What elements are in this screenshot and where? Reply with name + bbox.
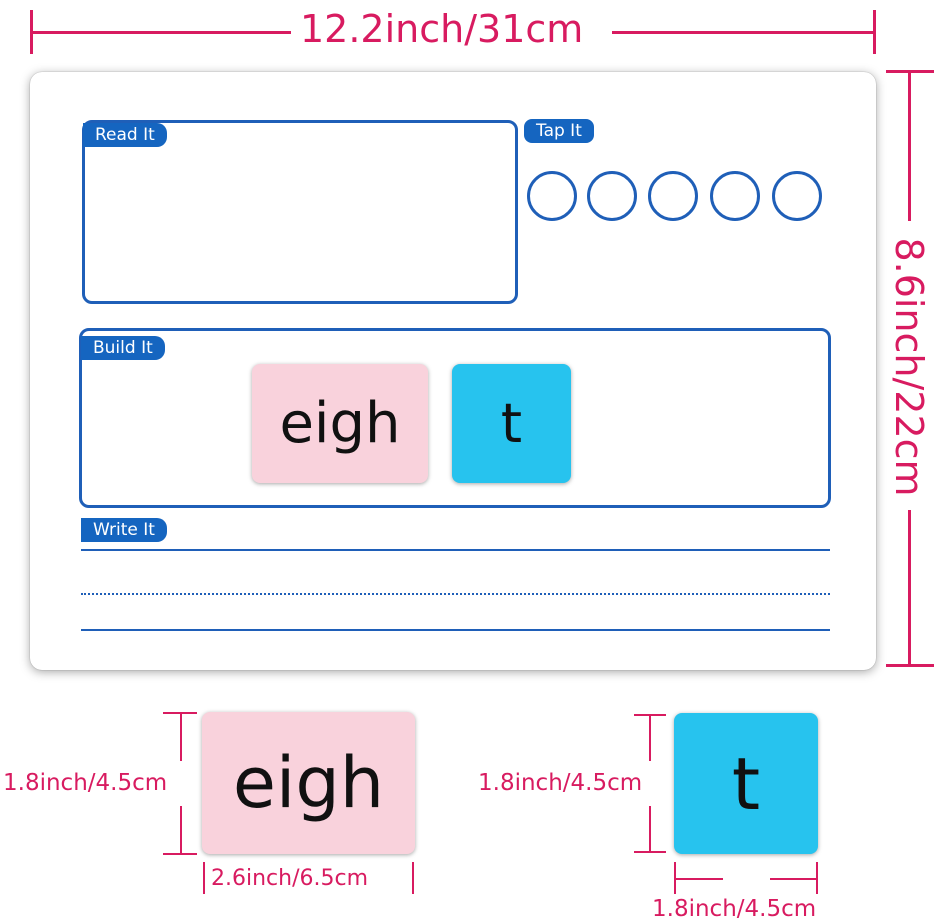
write-it-label: Write It [81,518,167,542]
build-it-box [79,328,831,508]
eigh-height-label: 1.8inch/4.5cm [3,770,168,797]
loose-tile-eigh[interactable]: eigh [202,712,415,854]
eigh-height-tick-bottom [163,853,197,855]
board-height-label: 8.6inch/22cm [887,237,931,497]
read-it-label: Read It [83,123,167,147]
eigh-width-tick-right [412,862,414,894]
tap-circle-3 [648,171,698,221]
top-dimension-line-left [31,31,291,34]
eigh-width-tick-left [203,862,205,894]
write-base-line [81,629,830,631]
tap-it-label: Tap It [524,119,594,143]
tap-circle-5 [772,171,822,221]
right-dimension-line-bottom [908,510,911,666]
t-height-line-top [649,715,651,761]
t-width-tick-right [816,862,818,894]
t-height-line-bottom [649,806,651,852]
right-dimension-line-top [908,71,911,221]
eigh-width-label: 2.6inch/6.5cm [211,866,369,891]
phonics-whiteboard: Read It Tap It Build It eigh t Write It [30,72,876,670]
t-height-label: 1.8inch/4.5cm [478,770,643,797]
top-dimension-line-right [612,31,874,34]
t-height-tick-bottom [634,851,666,853]
board-tile-eigh[interactable]: eigh [252,364,428,483]
write-top-line [81,549,830,551]
eigh-height-line-bottom [180,806,182,854]
tap-circle-1 [527,171,577,221]
eigh-height-line-top [180,713,182,761]
top-dimension-tick-right [873,10,876,54]
loose-tile-t[interactable]: t [674,713,818,854]
read-it-box [82,120,518,304]
t-width-line-left [675,878,723,880]
build-it-label: Build It [81,336,165,360]
t-width-line-right [770,878,817,880]
write-dotted-midline [81,593,830,595]
t-width-label: 1.8inch/4.5cm [652,896,817,922]
tap-circle-4 [710,171,760,221]
board-tile-t[interactable]: t [452,364,571,483]
board-width-label: 12.2inch/31cm [300,7,584,51]
tap-circle-2 [587,171,637,221]
